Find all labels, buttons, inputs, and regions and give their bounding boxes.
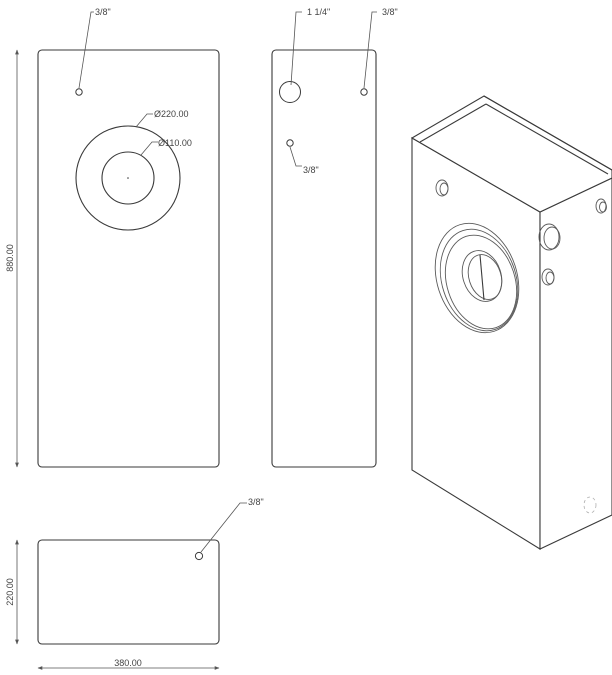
front-panel-outline bbox=[37, 49, 220, 468]
iso-speaker-inner-ring-2 bbox=[467, 254, 503, 300]
iso-bottom-hole bbox=[583, 496, 597, 514]
side-small-hole-top bbox=[360, 88, 368, 96]
iso-top-inner-edge bbox=[419, 103, 487, 143]
iso-side-top-hole bbox=[595, 198, 607, 214]
small-hole-mid-label: 3/8" bbox=[303, 165, 319, 175]
small-hole-mid-leader bbox=[289, 146, 302, 167]
outer-diameter-leader bbox=[135, 113, 153, 128]
side-view: 1 1/4" 3/8" 3/8" bbox=[271, 7, 398, 468]
side-large-hole bbox=[279, 81, 301, 103]
iso-front-hole-inner bbox=[439, 182, 449, 196]
bottom-small-hole bbox=[194, 551, 204, 561]
side-small-hole-mid bbox=[286, 139, 294, 147]
side-panel-outline bbox=[271, 49, 377, 468]
large-hole-leader bbox=[290, 11, 302, 86]
bottom-hole-label: 3/8" bbox=[248, 497, 264, 507]
iso-speaker-outer-ring-3 bbox=[444, 234, 518, 330]
iso-side-top-hole-inner bbox=[599, 201, 607, 213]
height-dimension-label: 880.00 bbox=[5, 244, 15, 272]
large-hole-label: 1 1/4" bbox=[307, 7, 330, 17]
small-hole-top-leader bbox=[363, 11, 377, 89]
iso-top-inner-edge-2 bbox=[485, 103, 609, 175]
bottom-hole-leader bbox=[200, 502, 247, 553]
bottom-panel-outline bbox=[37, 539, 220, 645]
iso-speaker-inner-edge bbox=[479, 254, 485, 301]
iso-top-back-edge bbox=[483, 95, 612, 171]
iso-speaker-outer-ring-2 bbox=[439, 228, 519, 332]
width-dimension-label: 380.00 bbox=[114, 658, 142, 668]
inner-diameter-label: Ø110.00 bbox=[158, 138, 192, 148]
front-small-hole bbox=[75, 88, 83, 96]
iso-side-mid-hole-inner bbox=[545, 271, 555, 285]
iso-speaker-outer-ring bbox=[434, 222, 520, 334]
front-hole-label: 3/8" bbox=[95, 7, 111, 17]
inner-diameter-leader bbox=[140, 141, 158, 156]
iso-speaker-inner-ring bbox=[461, 250, 503, 302]
iso-side-large-hole bbox=[538, 223, 560, 251]
depth-dimension-label: 220.00 bbox=[5, 578, 15, 606]
isometric-view bbox=[410, 95, 612, 550]
iso-side-face bbox=[539, 177, 612, 550]
outer-diameter-label: Ø220.00 bbox=[154, 109, 189, 119]
iso-top-face bbox=[410, 95, 612, 213]
front-view: 3/8" Ø220.00 Ø110.00 880.00 bbox=[5, 7, 220, 468]
front-hole-leader bbox=[78, 11, 94, 89]
speaker-center-mark bbox=[127, 177, 129, 179]
bottom-view: 3/8" 220.00 380.00 bbox=[5, 497, 264, 670]
iso-side-large-hole-inner bbox=[543, 226, 561, 250]
small-hole-top-label: 3/8" bbox=[382, 7, 398, 17]
